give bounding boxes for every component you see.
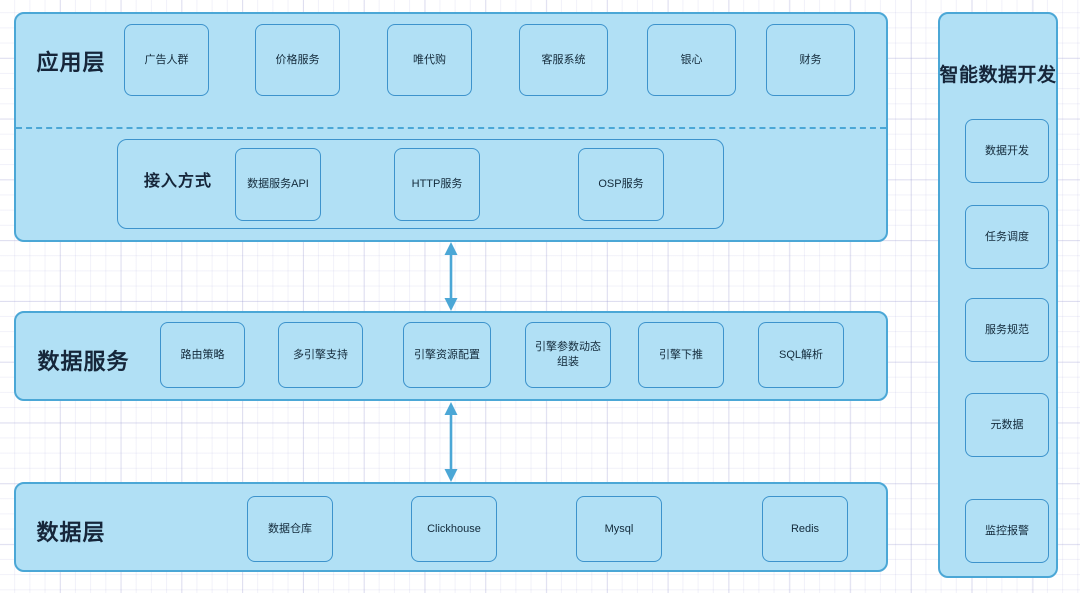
side-node-label: 服务规范 [985, 323, 1029, 336]
side-panel-title: 智能数据开发 [939, 65, 1057, 86]
access-node-osp-service[interactable]: OSP服务 [578, 148, 664, 221]
service-node-label: 引擎参数动态组装 [535, 341, 601, 368]
connector-service-to-data-arrow [444, 402, 458, 482]
data-node-label: Redis [790, 522, 820, 535]
service-node-engine-pushdown[interactable]: 引擎下推 [638, 322, 724, 388]
app-node-label: 价格服务 [275, 53, 320, 66]
app-node-finance[interactable]: 财务 [766, 24, 855, 96]
app-node-weidaigou[interactable]: 唯代购 [387, 24, 472, 96]
app-node-label: 广告人群 [144, 53, 189, 66]
service-node-multi-engine[interactable]: 多引擎支持 [278, 322, 363, 388]
app-node-label: 客服系统 [541, 53, 586, 66]
app-node-price-service[interactable]: 价格服务 [255, 24, 340, 96]
service-node-sql-parse[interactable]: SQL解析 [758, 322, 844, 388]
data-service-layer-container[interactable] [14, 311, 888, 401]
data-node-label: 数据仓库 [268, 522, 312, 535]
data-node-data-warehouse[interactable]: 数据仓库 [247, 496, 333, 562]
app-node-customer-service[interactable]: 客服系统 [519, 24, 608, 96]
application-layer-title: 应用层 [36, 50, 106, 75]
connector-app-to-service-arrow [444, 242, 458, 311]
side-node-task-scheduling[interactable]: 任务调度 [965, 205, 1049, 269]
app-node-yinxin[interactable]: 银心 [647, 24, 736, 96]
access-node-label: 数据服务API [247, 178, 309, 190]
access-method-title: 接入方式 [143, 173, 212, 190]
access-node-label: HTTP服务 [411, 178, 463, 190]
data-node-mysql[interactable]: Mysql [576, 496, 662, 562]
side-node-label: 任务调度 [985, 230, 1029, 243]
service-node-label: 引擎资源配置 [414, 348, 480, 361]
data-node-label: Mysql [604, 522, 634, 535]
service-node-label: 路由策略 [180, 348, 225, 361]
side-node-label: 数据开发 [985, 144, 1029, 157]
data-node-redis[interactable]: Redis [762, 496, 848, 562]
app-node-label: 唯代购 [413, 53, 446, 66]
access-node-data-service-api[interactable]: 数据服务API [235, 148, 321, 221]
app-node-ad-crowd[interactable]: 广告人群 [124, 24, 209, 96]
app-node-label: 财务 [799, 53, 822, 66]
side-node-metadata[interactable]: 元数据 [965, 393, 1049, 457]
service-node-routing-policy[interactable]: 路由策略 [160, 322, 245, 388]
service-node-label: SQL解析 [778, 348, 823, 361]
service-node-engine-resource-config[interactable]: 引擎资源配置 [403, 322, 491, 388]
access-node-label: OSP服务 [598, 178, 644, 190]
access-method-group[interactable] [117, 139, 724, 229]
data-layer-container[interactable] [14, 482, 888, 572]
service-node-engine-param-assembly[interactable]: 引擎参数动态组装 [525, 322, 611, 388]
access-node-http-service[interactable]: HTTP服务 [394, 148, 480, 221]
data-node-clickhouse[interactable]: Clickhouse [411, 496, 497, 562]
side-panel-container[interactable] [938, 12, 1058, 578]
side-node-monitor-alarm[interactable]: 监控报警 [965, 499, 1049, 563]
service-node-label: 多引擎支持 [293, 348, 348, 361]
data-layer-title: 数据层 [36, 520, 106, 545]
side-node-label: 元数据 [990, 418, 1024, 431]
app-node-label: 银心 [680, 53, 703, 66]
side-node-service-standard[interactable]: 服务规范 [965, 298, 1049, 362]
side-node-label: 监控报警 [985, 524, 1029, 537]
service-node-label: 引擎下推 [659, 348, 703, 361]
application-layer-divider [16, 127, 886, 129]
side-node-data-development[interactable]: 数据开发 [965, 119, 1049, 183]
data-node-label: Clickhouse [427, 522, 481, 535]
data-service-layer-title: 数据服务 [37, 349, 130, 374]
